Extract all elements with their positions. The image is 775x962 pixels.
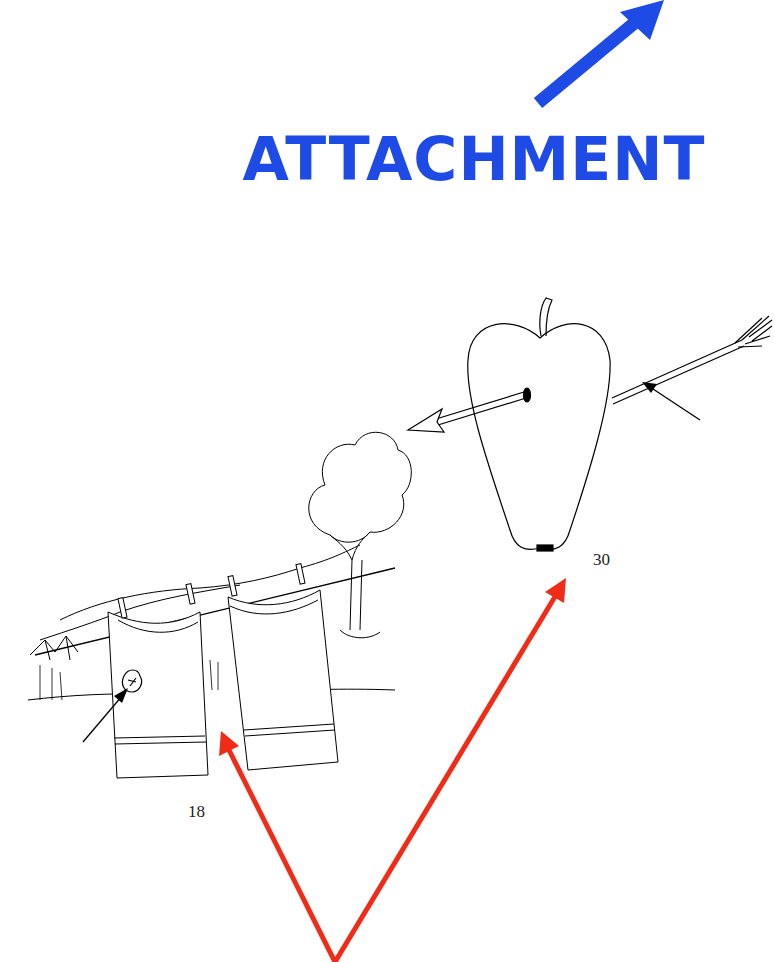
leader-arrow	[642, 382, 700, 420]
red-arrows	[219, 578, 566, 962]
blue-arrow	[538, 0, 664, 103]
clothesline-scene	[28, 432, 411, 778]
callout-number: 18	[188, 802, 205, 822]
leader-arrow	[83, 688, 128, 742]
callout-number: 30	[593, 550, 610, 570]
apple-with-arrow	[408, 298, 772, 551]
diagram-title: ATTACHMENT	[243, 124, 706, 194]
